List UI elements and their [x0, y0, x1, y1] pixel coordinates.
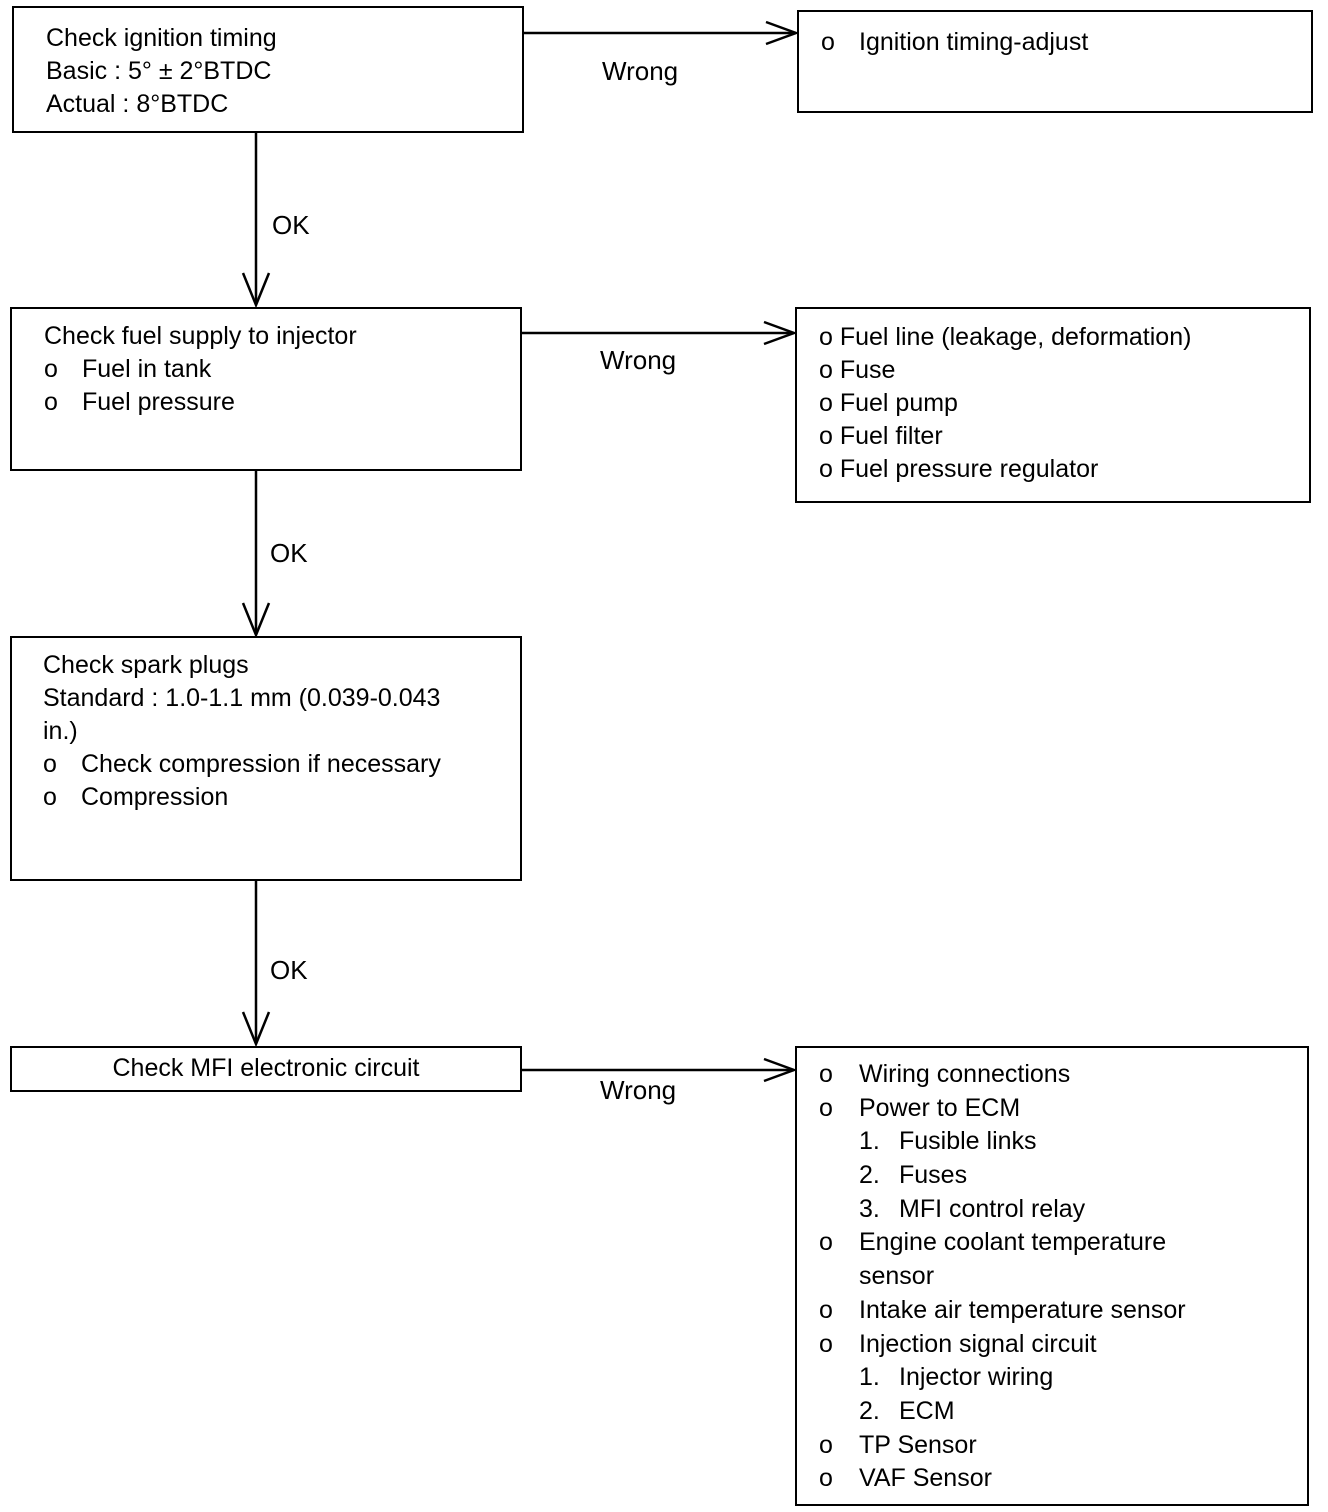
number-marker: 2.: [859, 1161, 880, 1190]
bullet-marker: o: [819, 1329, 833, 1358]
step3-text: Check spark plugs Standard : 1.0-1.1 mm …: [43, 649, 441, 814]
remedy-text: Injector wiring: [899, 1363, 1054, 1392]
remedy-text: Engine coolant temperature: [859, 1228, 1167, 1257]
remedy-text: Fuses: [899, 1161, 968, 1190]
remedy-text: sensor: [859, 1262, 935, 1291]
arrowhead-step1-ok: [241, 272, 271, 309]
step3-standard-spec-cont: in.): [43, 717, 78, 745]
arrowhead-step2-wrong: [763, 320, 798, 346]
step3-item: o Compression: [43, 781, 441, 814]
remedy-item: o Injection signal circuit: [819, 1328, 1186, 1362]
step3-box: Check spark plugs Standard : 1.0-1.1 mm …: [10, 636, 522, 881]
bullet-marker: o: [44, 355, 58, 383]
remedy-item: o Fuel line (leakage, deformation): [819, 323, 1192, 351]
step2-ok-label: OK: [270, 538, 308, 568]
remedy-subitem: 1. Injector wiring: [819, 1361, 1186, 1395]
item-text: Compression: [81, 783, 229, 811]
step1-wrong-label: Wrong: [602, 56, 679, 86]
remedy-item: o Power to ECM: [819, 1092, 1186, 1126]
remedy-text: TP Sensor: [859, 1430, 977, 1459]
remedy-text: MFI control relay: [899, 1194, 1086, 1223]
step2-wrong-label: Wrong: [600, 345, 677, 375]
step4-box: Check MFI electronic circuit: [10, 1046, 522, 1092]
step1-remedy-item: o Ignition timing-adjust: [821, 26, 1088, 59]
item-text: Fuel in tank: [82, 355, 212, 383]
item-text: Check compression if necessary: [81, 750, 441, 778]
step1-text: Check ignition timing Basic : 5° ± 2°BTD…: [46, 22, 277, 121]
number-marker: 3.: [859, 1194, 880, 1223]
remedy-text: VAF Sensor: [859, 1464, 992, 1493]
step1-ok-label: OK: [272, 210, 310, 240]
remedy-text: ECM: [899, 1396, 955, 1425]
arrowhead-step2-ok: [241, 602, 271, 639]
arrowhead-step4-wrong: [763, 1057, 798, 1083]
step2-item: o Fuel in tank: [44, 353, 357, 386]
arrowhead-step1-wrong: [765, 20, 800, 46]
step2-item: o Fuel pressure: [44, 386, 357, 419]
remedy-item: o VAF Sensor: [819, 1462, 1186, 1496]
remedy-subitem: 1. Fusible links: [819, 1125, 1186, 1159]
step2-title: Check fuel supply to injector: [44, 322, 357, 350]
item-text: Fuel pressure: [82, 388, 235, 416]
remedy-item-continuation: sensor: [819, 1260, 1186, 1294]
step1-title: Check ignition timing: [46, 24, 277, 52]
step3-ok-label: OK: [270, 955, 308, 985]
step3-title: Check spark plugs: [43, 651, 249, 679]
number-marker: 1.: [859, 1127, 880, 1156]
step3-standard-spec: Standard : 1.0-1.1 mm (0.039-0.043: [43, 684, 441, 712]
remedy-item: o Wiring connections: [819, 1058, 1186, 1092]
remedy-subitem: 2. Fuses: [819, 1159, 1186, 1193]
remedy-item: o Fuel pump: [819, 389, 958, 417]
bullet-marker: o: [821, 28, 835, 56]
remedy-item: o TP Sensor: [819, 1429, 1186, 1463]
step1-basic-spec: Basic : 5° ± 2°BTDC: [46, 57, 272, 85]
number-marker: 2.: [859, 1396, 880, 1425]
step4-title: Check MFI electronic circuit: [112, 1054, 420, 1082]
arrowhead-step3-ok: [241, 1011, 271, 1048]
bullet-marker: o: [44, 388, 58, 416]
bullet-marker: o: [43, 783, 57, 811]
remedy-item: o Fuel pressure regulator: [819, 455, 1099, 483]
bullet-marker: o: [819, 1060, 833, 1088]
step1-actual-value: Actual : 8°BTDC: [46, 90, 229, 118]
step1-remedy-box: o Ignition timing-adjust: [797, 10, 1313, 113]
number-marker: 1.: [859, 1363, 880, 1392]
bullet-marker: o: [819, 1430, 833, 1459]
bullet-marker: o: [819, 1464, 833, 1493]
remedy-text: Power to ECM: [859, 1093, 1021, 1122]
remedy-item: o Intake air temperature sensor: [819, 1294, 1186, 1328]
step2-remedy-box: o Fuel line (leakage, deformation) o Fus…: [795, 307, 1311, 503]
bullet-marker: o: [819, 1295, 833, 1324]
bullet-marker: o: [819, 1093, 833, 1122]
step2-text: Check fuel supply to injector o Fuel in t…: [44, 320, 357, 419]
bullet-marker: o: [819, 1228, 833, 1257]
step2-box: Check fuel supply to injector o Fuel in t…: [10, 307, 522, 471]
remedy-text: Wiring connections: [859, 1060, 1071, 1088]
step3-item: o Check compression if necessary: [43, 748, 441, 781]
step2-remedy-list: o Fuel line (leakage, deformation) o Fus…: [819, 321, 1191, 486]
step1-box: Check ignition timing Basic : 5° ± 2°BTD…: [12, 6, 524, 133]
remedy-item: o Fuse: [819, 356, 896, 384]
bullet-marker: o: [43, 750, 57, 778]
remedy-text: Fusible links: [899, 1127, 1037, 1156]
remedy-subitem: 2. ECM: [819, 1395, 1186, 1429]
step4-wrong-label: Wrong: [600, 1075, 677, 1105]
remedy-text: Ignition timing-adjust: [859, 28, 1089, 56]
remedy-item: o Engine coolant temperature: [819, 1226, 1186, 1260]
remedy-subitem: 3. MFI control relay: [819, 1193, 1186, 1227]
remedy-text: Intake air temperature sensor: [859, 1295, 1186, 1324]
remedy-item: o Fuel filter: [819, 422, 943, 450]
remedy-text: Injection signal circuit: [859, 1329, 1097, 1358]
